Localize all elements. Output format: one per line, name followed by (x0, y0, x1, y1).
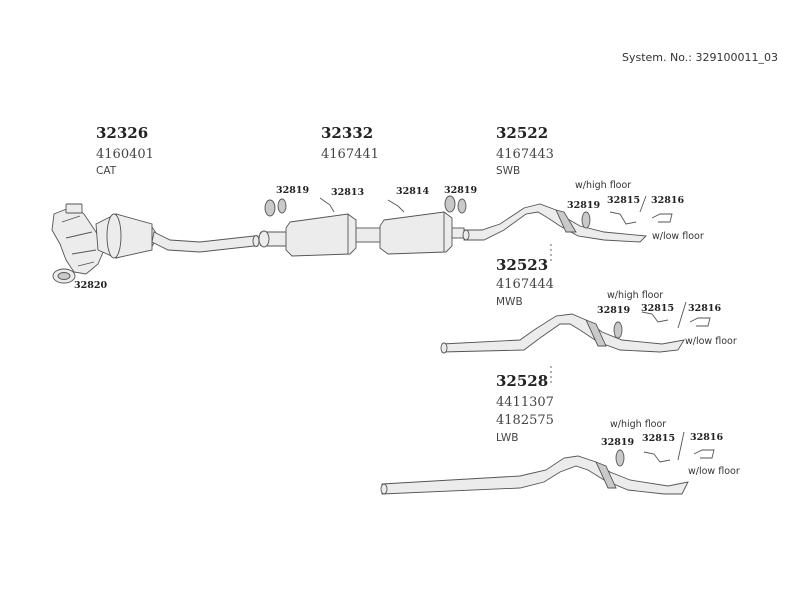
swb-high-floor-note: w/high floor (575, 180, 632, 191)
cat-clamp-label: 32820 (74, 280, 108, 291)
swb-low-floor-note: w/low floor (652, 231, 704, 242)
lwb-part-number: 32528 (496, 372, 549, 390)
mwb-oem-number: 4167444 (496, 277, 554, 292)
system-number: System. No.: 329100011_03 (622, 51, 778, 64)
mwb-bracket-b-label: 32816 (688, 303, 722, 314)
middle-mount-label-2: 32813 (331, 187, 365, 198)
cat-oem-number: 4160401 (96, 147, 154, 162)
mwb-part-number: 32523 (496, 256, 549, 274)
catalytic-converter-assembly (51, 203, 260, 284)
middle-mount-label-3: 32814 (396, 186, 430, 197)
mwb-variant-label: MWB (496, 296, 523, 308)
mwb-high-floor-note: w/high floor (607, 290, 664, 301)
lwb-oem-number: 4411307 (496, 395, 554, 410)
lwb-bracket-b-label: 32816 (690, 432, 724, 443)
mwb-low-floor-note: w/low floor (685, 336, 737, 347)
lwb-high-floor-note: w/high floor (610, 419, 667, 430)
swb-mount-label: 32819 (567, 200, 601, 211)
middle-silencer-assembly (258, 195, 467, 257)
swb-part-number: 32522 (496, 124, 549, 142)
middle-part-number: 32332 (321, 124, 374, 142)
middle-oem-number: 4167441 (321, 147, 379, 162)
middle-mount-label-1: 32819 (276, 185, 310, 196)
lwb-oem-number-alt: 4182575 (496, 413, 554, 428)
swb-bracket-b-label: 32816 (651, 195, 685, 206)
cat-variant-label: CAT (96, 165, 117, 177)
middle-mount-label-4: 32819 (444, 185, 478, 196)
lwb-bracket-a-label: 32815 (642, 433, 676, 444)
swb-oem-number: 4167443 (496, 147, 554, 162)
lwb-tailpipe (380, 431, 715, 495)
lwb-mount-label: 32819 (601, 437, 635, 448)
mwb-tailpipe (440, 301, 711, 386)
swb-variant-label: SWB (496, 165, 521, 177)
cat-part-number: 32326 (96, 124, 149, 142)
mwb-mount-label: 32819 (597, 305, 631, 316)
mwb-bracket-a-label: 32815 (641, 303, 675, 314)
lwb-variant-label: LWB (496, 432, 519, 444)
swb-tailpipe (462, 195, 673, 262)
swb-bracket-a-label: 32815 (607, 195, 641, 206)
lwb-low-floor-note: w/low floor (688, 466, 740, 477)
